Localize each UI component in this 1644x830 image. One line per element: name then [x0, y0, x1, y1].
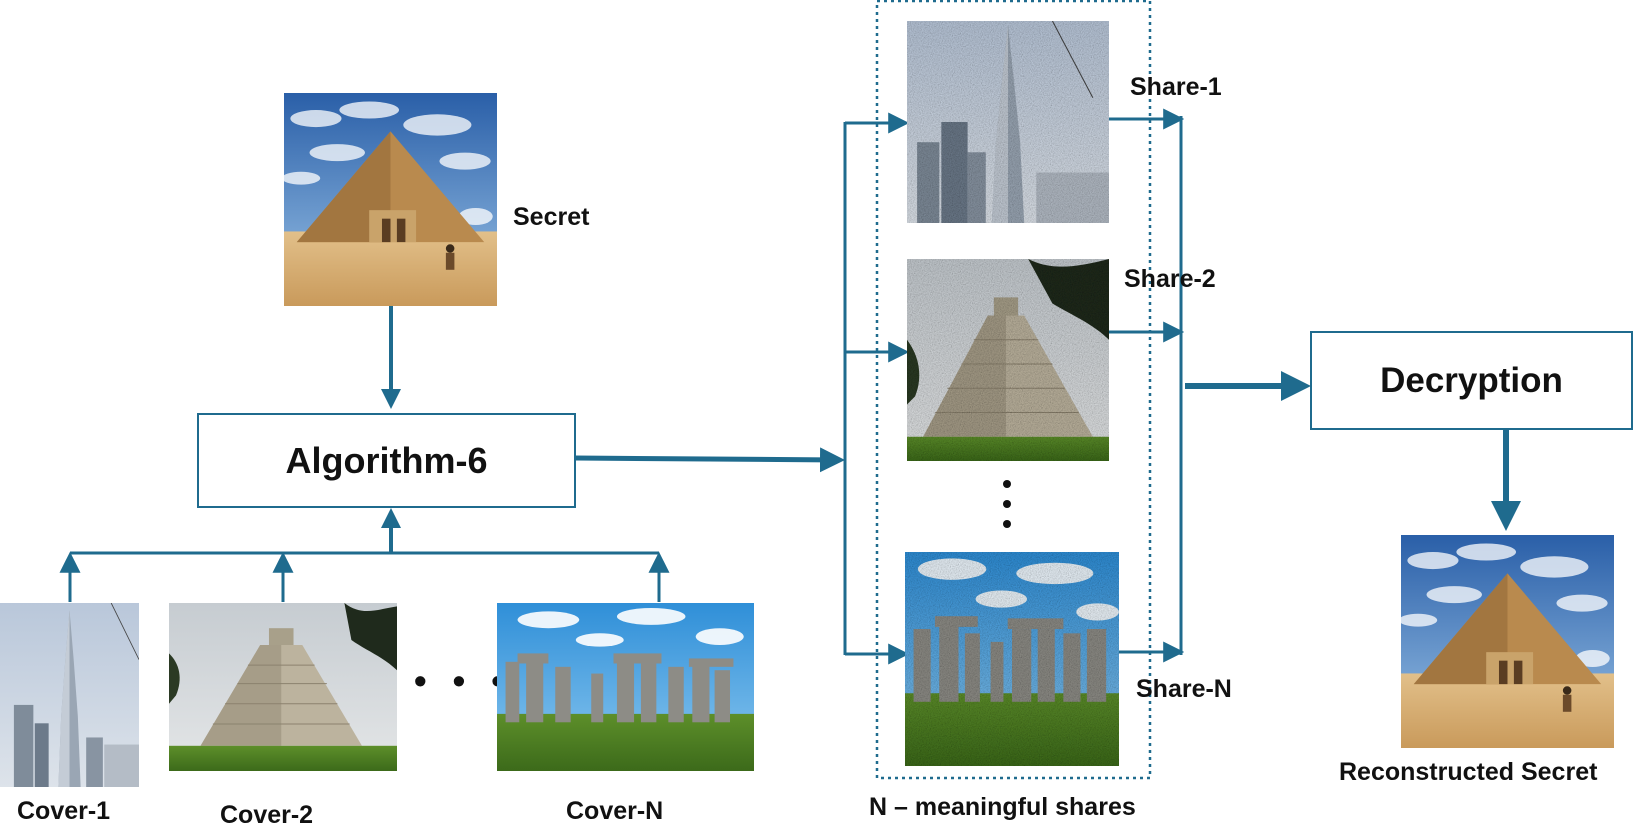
shares-ellipsis: [1003, 480, 1013, 540]
decryption-box: Decryption: [1310, 331, 1633, 430]
cover-2-label: Cover-2: [220, 801, 314, 829]
reconstructed-image: [1401, 535, 1614, 748]
algorithm-box: Algorithm-6: [197, 413, 576, 508]
share-n-label: Share-N: [1136, 675, 1232, 703]
cover-n-image: [497, 603, 754, 771]
cover-n-label: Cover-N: [566, 797, 664, 825]
algorithm-label: Algorithm-6: [285, 439, 488, 481]
cover-1-label: Cover-1: [17, 797, 111, 825]
share-1-image: [907, 21, 1109, 223]
share-2-image: [907, 259, 1109, 461]
cover-2-image: [169, 603, 397, 771]
shares-group-label: N – meaningful shares: [869, 793, 1136, 821]
covers-ellipsis: • • •: [414, 660, 512, 701]
secret-label: Secret: [513, 203, 590, 231]
reconstructed-label: Reconstructed Secret: [1339, 758, 1598, 786]
secret-image: [284, 93, 497, 306]
cover-1-image: [0, 603, 139, 787]
arrow-algorithm-to-shares: [574, 447, 845, 473]
share-1-label: Share-1: [1130, 73, 1222, 101]
share-2-label: Share-2: [1124, 265, 1216, 293]
decryption-label: Decryption: [1380, 360, 1563, 400]
share-n-image: [905, 552, 1119, 766]
